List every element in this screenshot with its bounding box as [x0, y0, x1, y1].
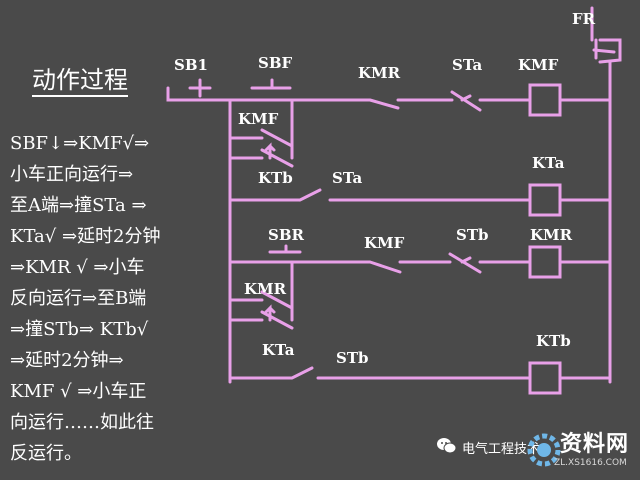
sbf-contact [228, 78, 294, 102]
stb-low-label: STb [336, 349, 368, 367]
sbf-label: SBF [258, 54, 293, 72]
kmr-top-contact [290, 98, 442, 110]
stb-bot-contact [438, 252, 532, 274]
kta-coil-label: KTa [532, 154, 565, 172]
kmf-coil-label: KMF [518, 56, 559, 74]
kmr-top-label: KMR [358, 64, 401, 82]
sta-top-label: STa [452, 56, 483, 74]
description-line: ⇒撞STb⇒ KTb√ [10, 319, 149, 340]
ktb-top-branch [228, 136, 294, 168]
sbr-label: SBR [268, 226, 305, 244]
kta-coil [528, 183, 562, 217]
kmf-bot-contact [298, 260, 442, 274]
left-bus-wire [166, 86, 232, 384]
description-line: 反向运行⇒至B端 [10, 288, 147, 309]
description-line: ⇒KMR √ ⇒小车 [10, 257, 145, 278]
watermark-text: 电气工程技术 [462, 442, 541, 457]
description-line: 向运行……如此往 [10, 412, 154, 433]
fr-label: FR [572, 10, 596, 28]
sta-top-contact [438, 90, 532, 112]
description-line: ⇒延时2分钟⇒ [10, 350, 124, 371]
ktb-coil-label: KTb [536, 332, 571, 350]
slide-title: 动作过程 [32, 66, 128, 97]
kmf-bot-label: KMF [364, 234, 405, 252]
stb-low-contact [228, 366, 532, 380]
description-line: 小车正向运行⇒ [10, 164, 134, 185]
sta-mid-contact [228, 188, 532, 202]
description-line: 反运行。 [10, 443, 82, 464]
gear-icon [527, 433, 561, 467]
site-logo: 资料网 ZL.XS1616.COM [524, 424, 636, 478]
kmr-coil [528, 245, 562, 279]
kmf-aux-label: KMF [238, 110, 279, 128]
sta-mid-label: STa [332, 169, 363, 187]
logo-text: 资料网 [560, 432, 630, 457]
description-line: KMF √ ⇒小车正 [10, 381, 147, 402]
description-text: SBF↓⇒KMF√⇒ 小车正向运行⇒ 至A端⇒撞STa ⇒ KTa√ ⇒延时2分… [10, 128, 220, 469]
kta-bot-label: KTa [262, 341, 295, 359]
sb1-label: SB1 [174, 56, 208, 74]
fr-contact [592, 38, 616, 60]
kmf-coil [528, 83, 562, 117]
description-line: KTa√ ⇒延时2分钟 [10, 226, 161, 247]
right-bus-wire [590, 6, 622, 384]
kmr-aux-label: KMR [244, 280, 287, 298]
description-line: 至A端⇒撞STa ⇒ [10, 195, 147, 216]
kmr-coil-label: KMR [530, 226, 573, 244]
wechat-icon [437, 438, 457, 454]
logo-url: ZL.XS1616.COM [554, 458, 627, 468]
stb-bot-label: STb [456, 226, 488, 244]
description-line: SBF↓⇒KMF√⇒ [10, 133, 150, 154]
ktb-top-label: KTb [258, 169, 293, 187]
ktb-coil [528, 361, 562, 395]
kta-bot-branch [228, 298, 294, 330]
sbr-contact [228, 244, 302, 264]
sb1-contact [166, 78, 212, 102]
